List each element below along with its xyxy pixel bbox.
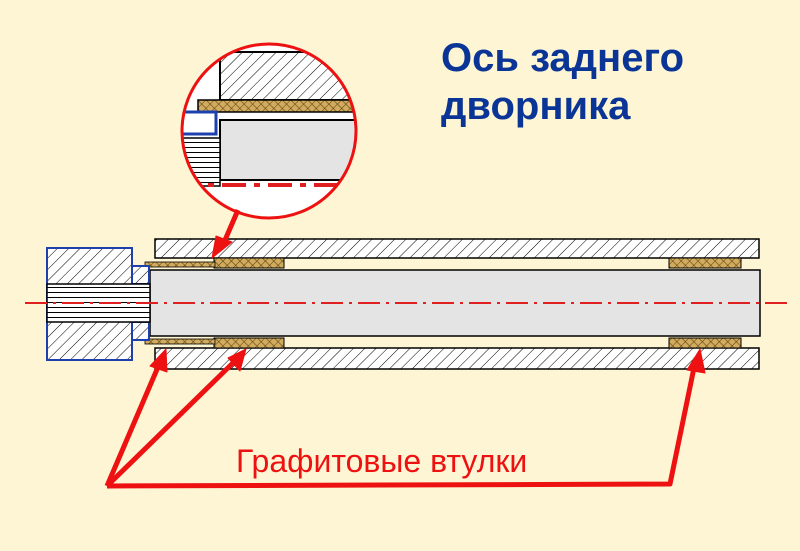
- callout-arrows: [104, 209, 706, 489]
- bushing-top-right: [668, 257, 742, 269]
- zoom-circle-icon: [180, 42, 358, 220]
- bushing-bottom-right: [668, 337, 742, 349]
- zoom-detail: [180, 42, 358, 220]
- title-line-2: дворника: [441, 84, 631, 128]
- caption-bracket-line: [106, 357, 699, 489]
- pointer-bottom-left-flange: [104, 359, 164, 487]
- title-line-1: Ось заднего: [441, 36, 685, 80]
- bushing-top-left: [213, 257, 285, 269]
- arrow-head-left-bushing: [227, 348, 247, 372]
- hub-nut-step-top: [131, 265, 150, 285]
- zoom-pointer-arrow-head: [211, 235, 233, 259]
- housing-bottom: [154, 347, 760, 370]
- bushing-flange-bottom: [144, 338, 216, 345]
- hub-nut-step-bottom: [131, 321, 150, 341]
- bushing-bottom-left: [213, 337, 285, 349]
- arrow-head-right-bushing: [686, 348, 706, 374]
- main-assembly: [25, 238, 790, 370]
- diagram-title: Ось заднего дворника: [441, 34, 781, 130]
- bushing-caption: Графитовые втулки: [236, 443, 528, 479]
- pointer-bottom-left-bushing: [105, 356, 240, 488]
- bushing-flange-top: [144, 261, 216, 268]
- housing-top: [154, 238, 760, 259]
- arrow-head-left-flange: [149, 348, 168, 373]
